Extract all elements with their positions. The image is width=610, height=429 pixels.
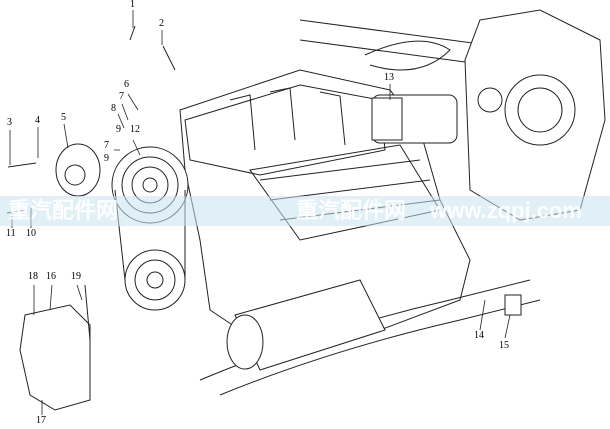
watermark-band (0, 196, 610, 226)
callout-6: 6 (124, 79, 129, 90)
callout-4: 4 (35, 115, 40, 126)
callout-3: 3 (7, 117, 12, 128)
callout-2: 2 (159, 18, 164, 29)
cable-harness (364, 40, 451, 71)
callout-11: 11 (6, 228, 16, 239)
sensor (504, 294, 522, 316)
starter-motor (371, 94, 458, 144)
watermark-text: 重汽配件网 (296, 198, 407, 223)
callout-18: 18 (28, 271, 38, 282)
alternator (55, 143, 101, 197)
callout-8: 8 (111, 103, 116, 114)
callout-1: 1 (130, 0, 135, 10)
flywheel-housing (464, 9, 606, 221)
callout-16: 16 (46, 271, 56, 282)
callout-5: 5 (61, 112, 66, 123)
callout-17: 17 (36, 415, 46, 426)
mount-bracket (19, 304, 91, 411)
watermark-url: www.zqpj.com (430, 198, 582, 223)
callout-7b: 7 (104, 140, 109, 151)
watermark-text: 重汽配件网 (8, 198, 119, 223)
callout-12: 12 (130, 124, 140, 135)
callout-14: 14 (474, 330, 484, 341)
callout-10: 10 (26, 228, 36, 239)
callout-9: 9 (116, 124, 121, 135)
crankshaft-pulley (111, 146, 189, 311)
callout-19: 19 (71, 271, 81, 282)
callout-9b: 9 (104, 153, 109, 164)
callout-15: 15 (499, 340, 509, 351)
callout-13: 13 (384, 72, 394, 83)
callout-7: 7 (119, 91, 124, 102)
filter (226, 279, 386, 371)
